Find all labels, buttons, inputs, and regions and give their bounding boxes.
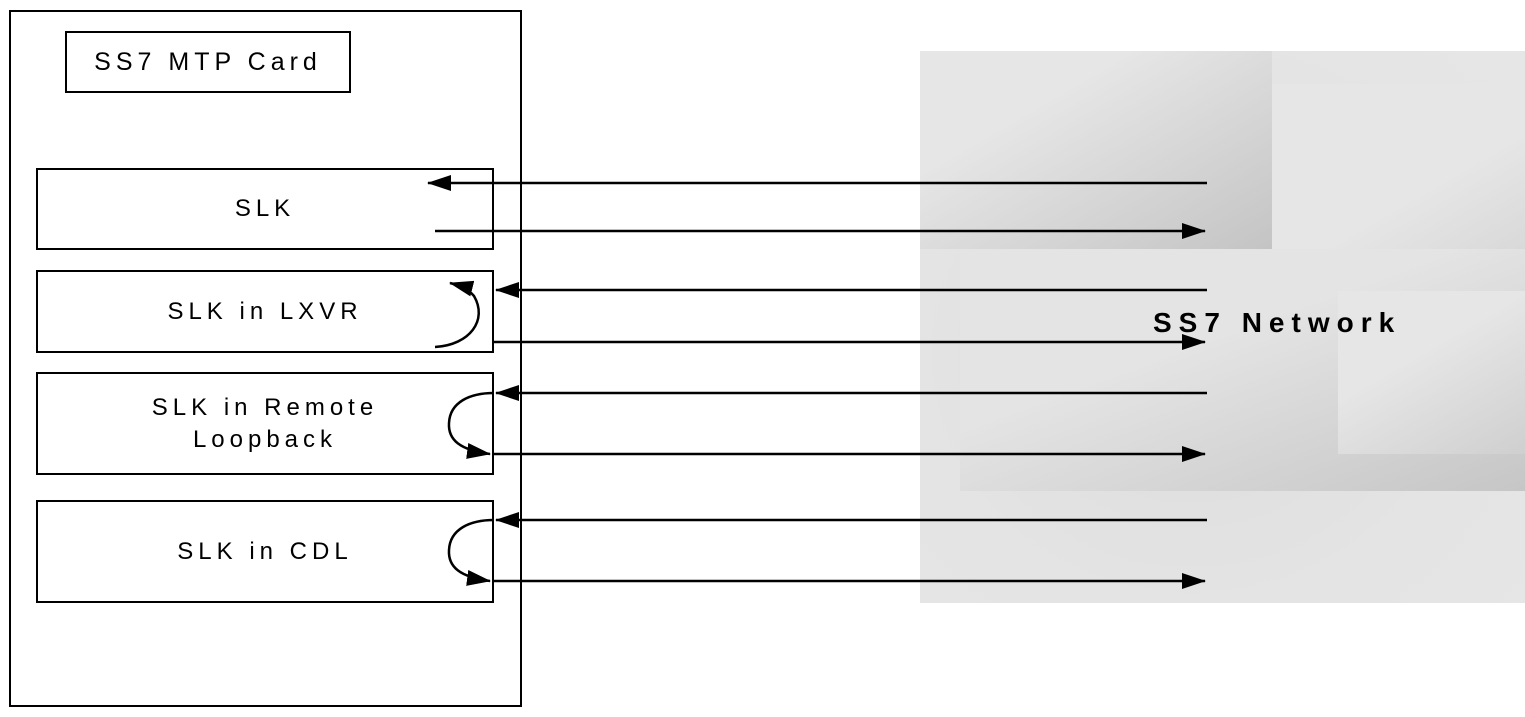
ss7-network-area <box>920 51 1525 603</box>
slk-lxvr-box: SLK in LXVR <box>36 270 494 353</box>
slk-label: SLK <box>234 195 296 222</box>
slk-remote-loopback-label: SLK in Remote Loopback <box>151 393 379 453</box>
slk-cdl-box: SLK in CDL <box>36 500 494 603</box>
slk-remote-loopback-box: SLK in Remote Loopback <box>36 372 494 475</box>
network-tile-lower-right <box>1338 291 1525 454</box>
slk-lxvr-label: SLK in LXVR <box>167 297 363 325</box>
network-label: SS7 Network <box>1153 307 1402 338</box>
slk-box: SLK <box>36 168 494 250</box>
network-tile-upper <box>920 51 1272 249</box>
card-title: SS7 MTP Card <box>65 31 351 93</box>
slk-cdl-label: SLK in CDL <box>177 537 353 565</box>
